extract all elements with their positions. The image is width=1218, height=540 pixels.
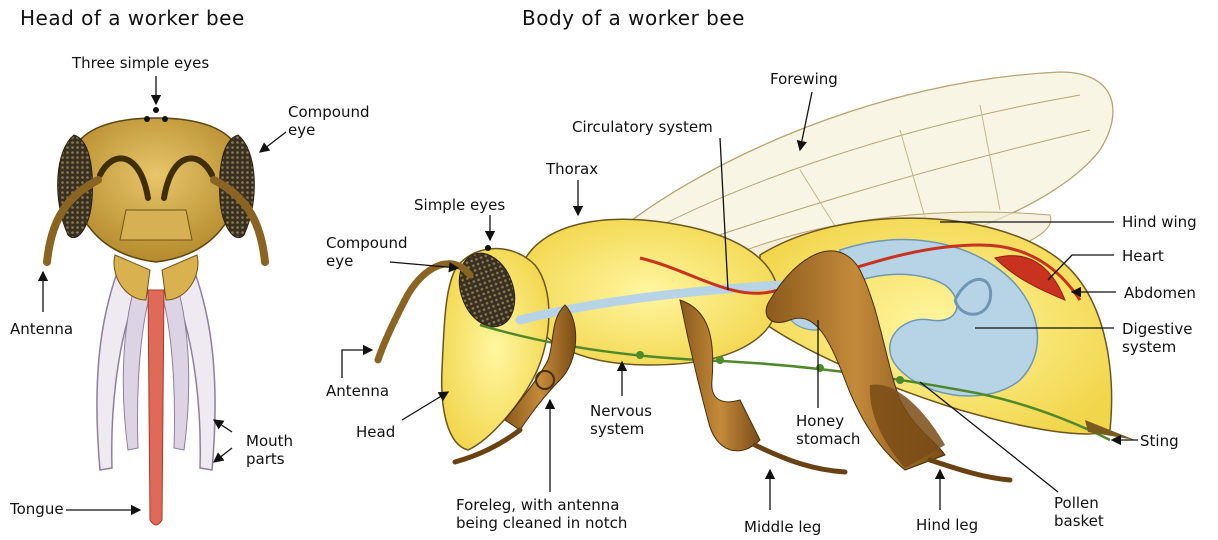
simple-eye-1 [144,116,150,122]
label-body-compound-eye: Compound eye [326,234,416,270]
body-drawing [378,72,1135,480]
label-digestive-system: Digestive system [1122,320,1212,356]
label-head: Head [356,423,395,441]
label-head-antenna: Antenna [10,320,73,338]
label-nervous-system: Nervous system [590,402,670,438]
label-three-simple-eyes: Three simple eyes [72,54,209,72]
label-thorax: Thorax [546,160,598,178]
label-sting: Sting [1140,432,1179,450]
label-head-compound-eye: Compound eye [288,103,368,139]
label-tongue: Tongue [10,500,64,518]
label-simple-eyes: Simple eyes [414,196,505,214]
head-drawing [47,107,265,525]
label-mouth-parts: Mouth parts [246,432,306,468]
label-abdomen: Abdomen [1124,284,1196,302]
label-body-antenna: Antenna [326,382,389,400]
body-title: Body of a worker bee [522,6,745,30]
label-foreleg: Foreleg, with antenna being cleaned in n… [456,496,666,532]
label-forewing: Forewing [770,70,838,88]
label-middle-leg: Middle leg [744,518,821,536]
label-hind-wing: Hind wing [1122,213,1197,231]
label-heart: Heart [1122,247,1164,265]
head-title: Head of a worker bee [20,6,245,30]
simple-eye-3 [153,107,159,113]
label-honey-stomach: Honey stomach [796,412,876,448]
simple-eye-2 [162,116,168,122]
clypeus [120,210,192,240]
label-circulatory-system: Circulatory system [572,118,713,136]
label-pollen-basket: Pollen basket [1054,494,1118,530]
tongue-shape [148,290,164,525]
label-hind-leg: Hind leg [916,516,978,534]
